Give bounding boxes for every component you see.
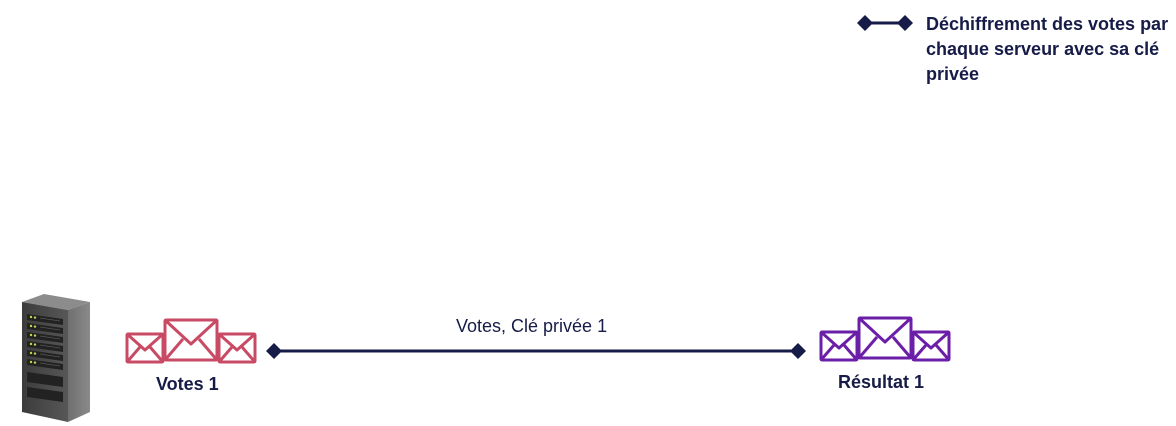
legend-text: Déchiffrement des votes par chaque serve…: [926, 14, 1169, 84]
diamond-line-icon: [857, 15, 913, 31]
result-label: Résultat 1: [838, 372, 925, 392]
edge-connector: [266, 343, 806, 359]
server-rack-icon: [22, 294, 90, 422]
legend: Déchiffrement des votes par chaque serve…: [856, 12, 1176, 87]
diamond-start-icon: [266, 343, 282, 359]
votes-label: Votes 1: [156, 374, 219, 394]
votes-envelopes-icon: [125, 318, 257, 364]
result-envelopes-icon: [819, 316, 951, 362]
edge-label: Votes, Clé privée 1: [456, 316, 608, 336]
diamond-end-icon: [790, 343, 806, 359]
